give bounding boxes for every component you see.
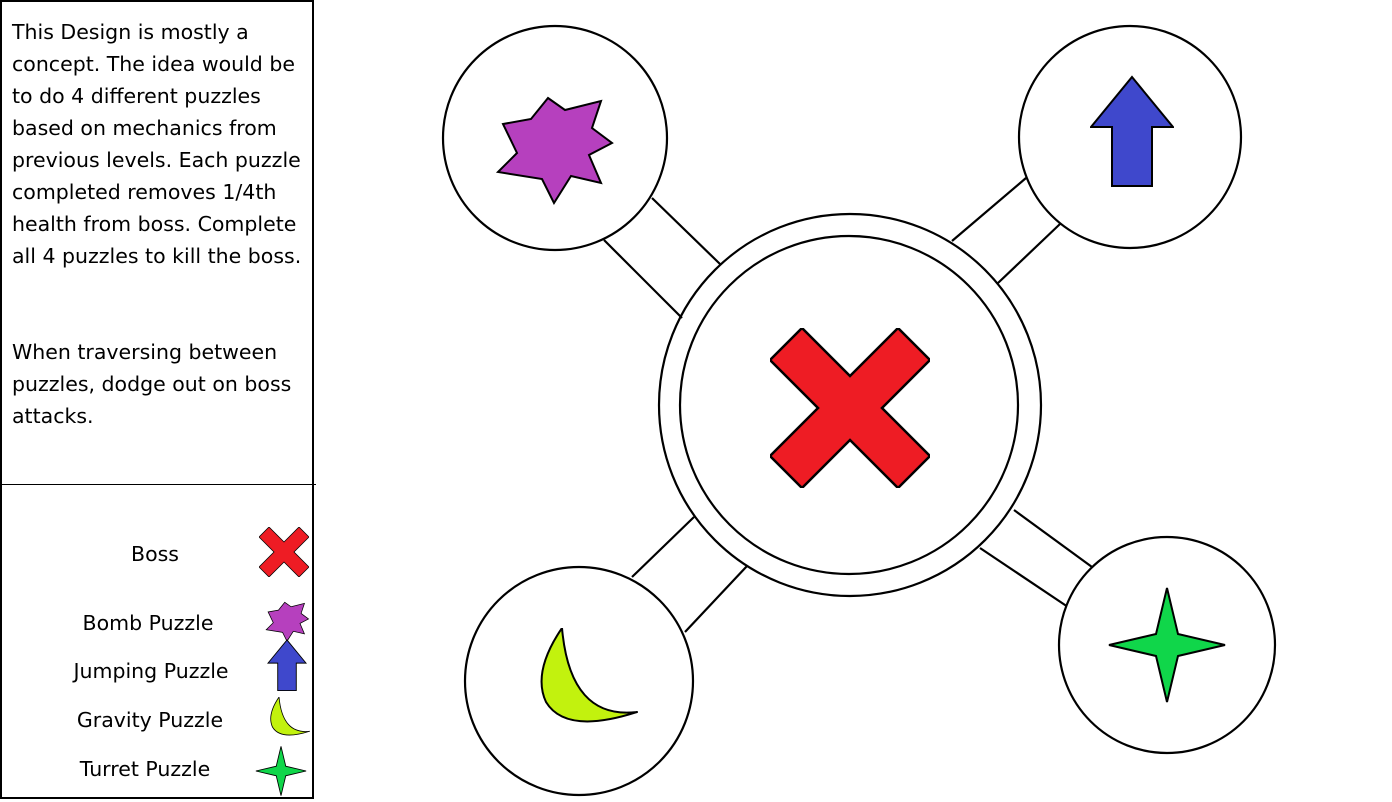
legend-jumping-up-arrow-icon — [267, 639, 307, 691]
corridor-gravity-lower — [684, 565, 748, 633]
legend-gravity-crescent-moon-icon — [270, 697, 310, 736]
legend-boss-x-cross-icon — [259, 527, 309, 577]
panel-divider — [2, 484, 316, 485]
description-paragraph-1: This Design is mostly a concept. The ide… — [12, 20, 302, 268]
description-panel: This Design is mostly a concept. The ide… — [0, 0, 316, 799]
legend-label-turret: Turret Puzzle — [79, 757, 211, 781]
description-paragraph-2: When traversing between puzzles, dodge o… — [12, 340, 292, 428]
corridor-turret-upper — [1013, 509, 1093, 568]
corridor-jump-upper — [951, 177, 1027, 242]
legend-label-jumping: Jumping Puzzle — [73, 659, 229, 683]
boss-outer-ring — [657, 212, 1043, 598]
corridor-jump-lower — [997, 223, 1061, 284]
legend-turret-four-point-star-icon — [255, 745, 307, 797]
corridor-turret-lower — [979, 547, 1069, 608]
legend-label-gravity: Gravity Puzzle — [76, 708, 224, 732]
corridor-bomb-lower — [603, 239, 683, 319]
gravity-puzzle-room — [463, 565, 695, 797]
corridor-gravity-upper — [631, 516, 695, 578]
corridors — [603, 177, 1093, 633]
legend-label-bomb: Bomb Puzzle — [82, 611, 214, 635]
legend-label-boss: Boss — [131, 542, 179, 566]
legend-bomb-starburst-icon — [265, 601, 309, 642]
corridor-bomb — [651, 197, 721, 265]
